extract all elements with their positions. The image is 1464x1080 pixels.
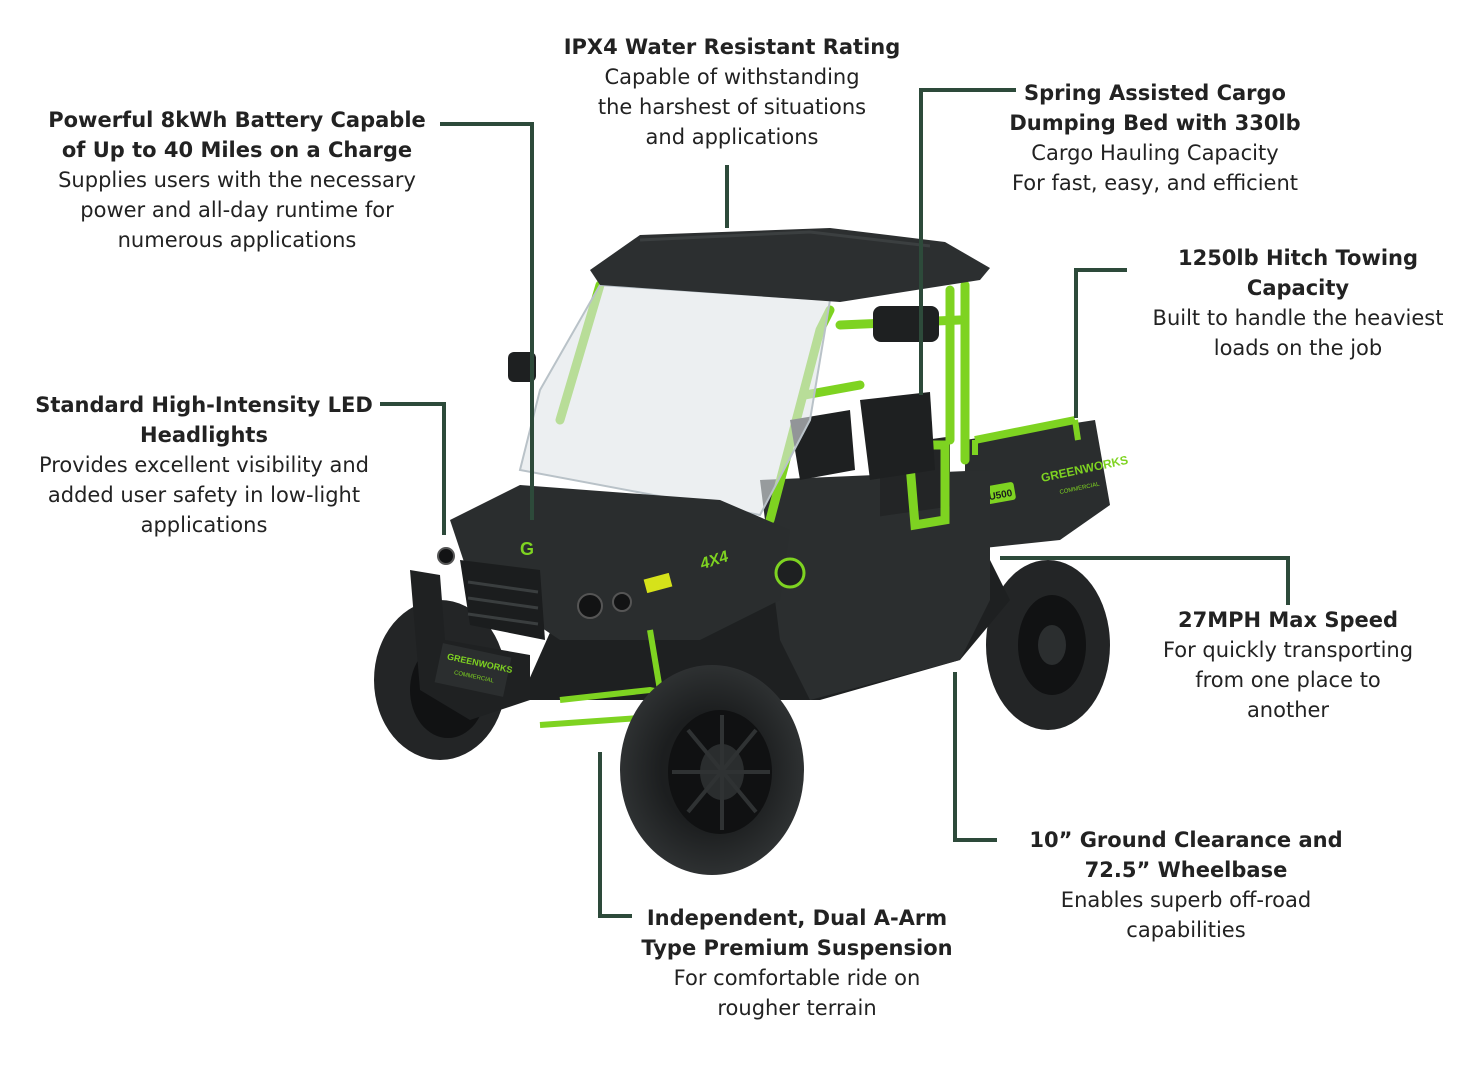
callout-led: Standard High-Intensity LED Headlights P…: [14, 390, 394, 540]
headlight-right: [612, 592, 632, 612]
leader-hitch: [1074, 268, 1127, 418]
callout-desc-line: capabilities: [1126, 918, 1246, 942]
callout-desc-line: Cargo Hauling Capacity: [1031, 141, 1279, 165]
callout-title-line: Powerful 8kWh Battery Capable: [48, 108, 426, 132]
callout-title-line: Dumping Bed with 330lb: [1009, 111, 1301, 135]
callout-desc-line: Provides excellent visibility and: [38, 453, 370, 477]
callout-desc-line: rougher terrain: [717, 996, 877, 1020]
callout-title-line: Capacity: [1246, 276, 1350, 300]
leader-suspension: [598, 752, 632, 918]
callout-title: 27MPH Max Speed: [1178, 608, 1398, 632]
callout-desc-line: numerous applications: [117, 228, 357, 252]
front-right-tire: [620, 665, 804, 875]
callout-title-line: of Up to 40 Miles on a Charge: [61, 138, 413, 162]
rear-right-tire: [986, 560, 1110, 730]
callout-title-line: 72.5” Wheelbase: [1084, 858, 1288, 882]
callout-speed: 27MPH Max Speed For quickly transporting…: [1130, 605, 1446, 725]
callout-desc-line: and applications: [645, 125, 819, 149]
callout-desc-line: For fast, easy, and efficient: [1011, 171, 1299, 195]
front-grille: [460, 560, 545, 640]
side-mirror: [508, 352, 536, 382]
callout-desc-line: another: [1246, 698, 1330, 722]
callout-desc-line: power and all-day runtime for: [80, 198, 394, 222]
seat: [860, 392, 935, 480]
callout-battery: Powerful 8kWh Battery Capable of Up to 4…: [22, 105, 452, 255]
callout-desc-line: Capable of withstanding: [604, 65, 860, 89]
callout-title-line: Independent, Dual A-Arm: [646, 906, 948, 930]
cargo-bed: [965, 420, 1110, 550]
leader-led: [380, 402, 446, 535]
callout-suspension: Independent, Dual A-Arm Type Premium Sus…: [622, 903, 972, 1023]
callout-desc-line: the harshest of situations: [597, 95, 867, 119]
callout-desc-line: from one place to: [1195, 668, 1381, 692]
callout-desc-line: applications: [140, 513, 268, 537]
callout-title-line: 10” Ground Clearance and: [1029, 828, 1343, 852]
callout-title-line: Type Premium Suspension: [641, 936, 953, 960]
callout-title-line: Spring Assisted Cargo: [1024, 81, 1286, 105]
roof: [590, 228, 990, 302]
callout-ipx4: IPX4 Water Resistant Rating Capable of w…: [532, 32, 932, 152]
callout-cargo: Spring Assisted Cargo Dumping Bed with 3…: [985, 78, 1325, 198]
callout-desc-line: Enables superb off-road: [1060, 888, 1312, 912]
callout-desc-line: For comfortable ride on: [673, 966, 921, 990]
leader-cargo: [919, 88, 1016, 395]
callout-desc-line: loads on the job: [1213, 336, 1383, 360]
callout-title: IPX4 Water Resistant Rating: [563, 35, 901, 59]
callout-hitch: 1250lb Hitch Towing Capacity Built to ha…: [1135, 243, 1461, 363]
callout-desc-line: Built to handle the heaviest: [1152, 306, 1444, 330]
leader-clearance: [953, 672, 997, 842]
callout-title-line: Standard High-Intensity LED: [35, 393, 373, 417]
leader-speed: [1000, 556, 1290, 605]
hood-logo: G: [520, 539, 534, 559]
callout-desc-line: added user safety in low-light: [47, 483, 361, 507]
side-panel: [760, 470, 990, 700]
callout-desc-line: For quickly transporting: [1162, 638, 1414, 662]
callout-clearance: 10” Ground Clearance and 72.5” Wheelbase…: [1008, 825, 1364, 945]
callout-title-line: 1250lb Hitch Towing: [1177, 246, 1419, 270]
callout-title-line: Headlights: [140, 423, 268, 447]
leader-battery: [440, 122, 534, 520]
headlight-left: [577, 593, 603, 619]
callout-desc-line: Supplies users with the necessary: [58, 168, 416, 192]
